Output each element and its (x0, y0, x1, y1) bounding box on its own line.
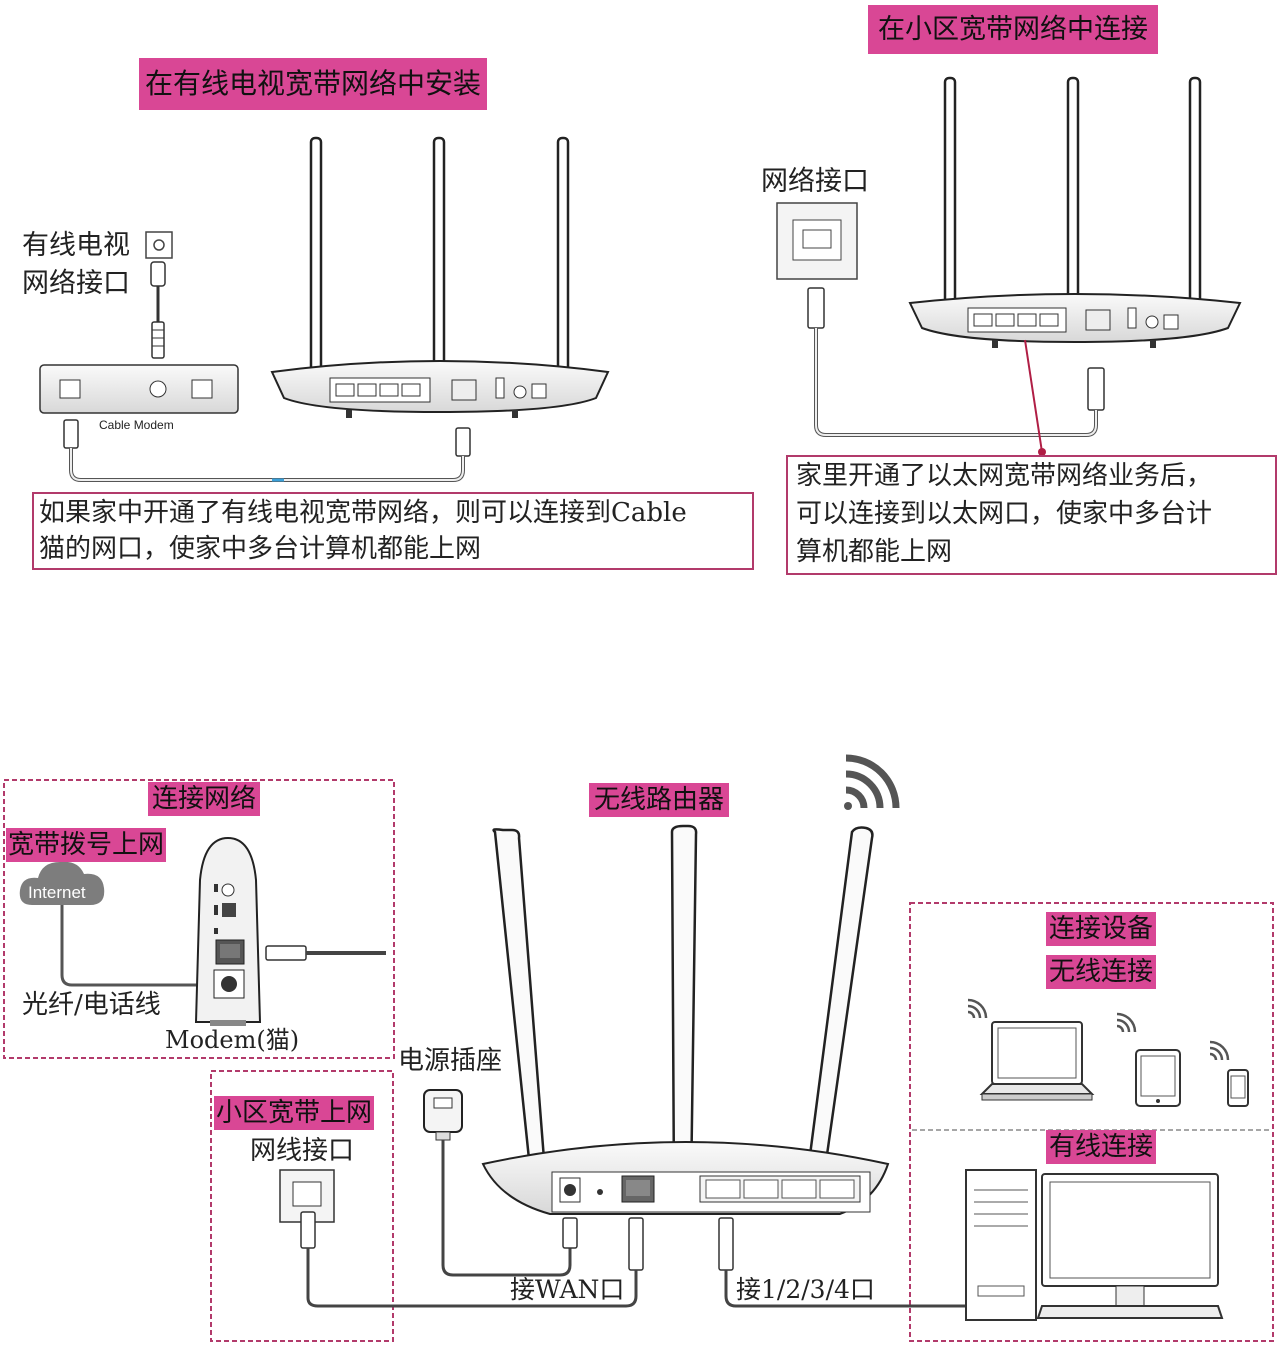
lan-port-label: 网线接口 (250, 1136, 355, 1166)
wireless-title: 无线连接 (1046, 955, 1157, 989)
cable-modem-icon (39, 364, 239, 414)
wired-title: 有线连接 (1046, 1130, 1157, 1164)
phone-icon (1227, 1069, 1249, 1107)
cable-tv-caption-line2: 猫的网口，使家中多台计算机都能上网 (39, 534, 482, 564)
ethernet-caption-line1: 家里开通了以太网宽带网络业务后， (796, 461, 1213, 491)
fiber-label: 光纤/电话线 (22, 990, 161, 1020)
tv-port-label-line2: 网络接口 (22, 268, 130, 299)
router-icon (481, 824, 890, 1215)
cable-tv-caption: 如果家中开通了有线电视宽带网络，则可以连接到Cable 猫的网口，使家中多台计算… (32, 492, 754, 570)
router-icon (908, 76, 1242, 348)
ethernet-plug-icon (265, 945, 386, 961)
wifi-signal-icon (967, 998, 1230, 1061)
devices-title: 连接设备 (1046, 912, 1157, 946)
ethernet-caption: 家里开通了以太网宽带网络业务后， 可以连接到以太网口，使家中多台计 算机都能上网 (786, 455, 1277, 575)
cable-tv-caption-line1: 如果家中开通了有线电视宽带网络，则可以连接到Cable (39, 498, 687, 528)
ethernet-cable (300, 1211, 966, 1308)
lan-ports-label: 接1/2/3/4口 (736, 1275, 875, 1304)
router-icon (270, 136, 610, 418)
cloud-icon (19, 861, 105, 905)
connect-network-frame (3, 779, 395, 1059)
community-section-title: 在小区宽带网络中连接 (868, 5, 1158, 54)
wan-port-label: 接WAN口 (510, 1275, 625, 1304)
desktop-computer-icon (965, 1169, 1224, 1321)
tablet-icon (1135, 1049, 1181, 1107)
modem-icon (194, 836, 262, 1026)
ethernet-plug-icon (63, 419, 471, 482)
ethernet-cable (807, 287, 1105, 437)
wall-port-icon (279, 1169, 335, 1223)
network-port-label: 网络接口 (761, 166, 869, 197)
laptop-icon (979, 1021, 1095, 1101)
cable-tv-section-title: 在有线电视宽带网络中安装 (139, 58, 488, 110)
cable-modem-label: Cable Modem (99, 418, 174, 432)
coax-cable (150, 261, 166, 359)
modem-label: Modem(猫) (165, 1026, 300, 1054)
internet-label: Internet (28, 883, 86, 902)
ethernet-caption-line3: 算机都能上网 (796, 537, 953, 567)
ethernet-caption-line2: 可以连接到以太网口，使家中多台计 (796, 499, 1213, 529)
wifi-signal-icon (844, 754, 900, 810)
fiber-line (60, 905, 226, 987)
wall-port-icon (776, 202, 858, 280)
tv-wall-port-icon (145, 231, 173, 259)
community-broadband-frame (210, 1070, 394, 1342)
pointer-line (1024, 339, 1046, 456)
connect-network-title: 连接网络 (148, 782, 261, 816)
router-title: 无线路由器 (589, 783, 730, 817)
power-adapter-icon (423, 1089, 572, 1277)
dialup-title: 宽带拨号上网 (6, 828, 167, 862)
community-broadband-title: 小区宽带上网 (214, 1096, 375, 1130)
power-outlet-label: 电源插座 (398, 1046, 503, 1076)
tv-port-label-line1: 有线电视 (22, 230, 130, 261)
